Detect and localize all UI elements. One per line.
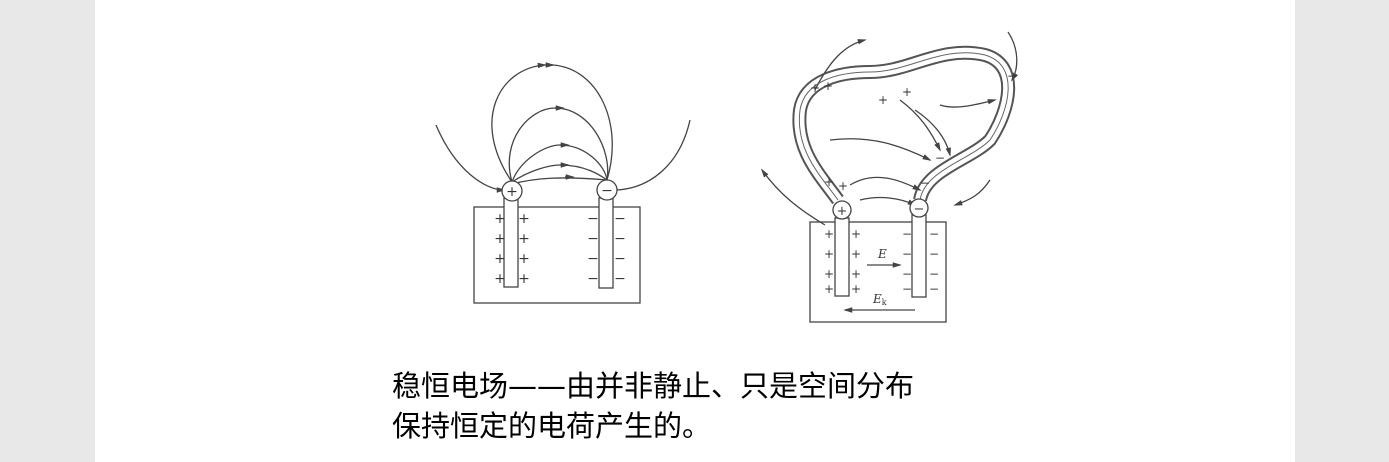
svg-text:−: − — [902, 267, 912, 281]
negative-electrode — [598, 197, 614, 289]
svg-text:+: + — [518, 231, 530, 247]
svg-text:−: − — [902, 282, 912, 296]
svg-text:−: − — [614, 251, 626, 267]
svg-text:−: − — [587, 271, 599, 287]
svg-text:+: + — [810, 81, 820, 95]
electrolyte-container — [809, 221, 947, 323]
svg-text:−: − — [601, 183, 613, 199]
electrolyte-container — [473, 206, 641, 304]
svg-text:−: − — [902, 227, 912, 241]
negative-electrode — [911, 214, 927, 298]
svg-text:+: + — [851, 282, 861, 296]
svg-text:−: − — [614, 211, 626, 227]
svg-text:+: + — [851, 247, 861, 261]
svg-text:−: − — [614, 231, 626, 247]
svg-text:−: − — [935, 151, 945, 165]
field-ek-label: Ek — [872, 292, 887, 307]
svg-text:−: − — [929, 247, 939, 261]
svg-text:−: − — [929, 282, 939, 296]
right-diagram-steady-current-field: + − ++++ ++++ −−−− −−−− ++++ ++ −−− E Ek — [760, 31, 1019, 323]
left-diagram-electrostatic-field: + − ++++ ++++ −−−− −−−− — [435, 62, 691, 304]
svg-text:+: + — [824, 282, 834, 296]
svg-text:+: + — [518, 211, 530, 227]
svg-text:−: − — [614, 271, 626, 287]
positive-terminal — [832, 200, 852, 220]
svg-text:−: − — [920, 176, 930, 190]
negative-terminal — [909, 198, 929, 218]
caption-line-1: 稳恒电场——由并非静止、只是空间分布 — [392, 369, 915, 403]
svg-text:+: + — [878, 93, 888, 107]
caption: 稳恒电场——由并非静止、只是空间分布 保持恒定的电荷产生的。 — [392, 366, 914, 446]
svg-text:+: + — [824, 175, 834, 189]
svg-text:+: + — [506, 184, 518, 200]
positive-terminal — [501, 180, 523, 202]
svg-text:−: − — [587, 231, 599, 247]
svg-text:+: + — [851, 227, 861, 241]
caption-line-2: 保持恒定的电荷产生的。 — [392, 409, 712, 443]
positive-electrode — [834, 217, 850, 297]
svg-text:−: − — [914, 202, 925, 217]
svg-text:−: − — [1007, 69, 1017, 83]
svg-text:−: − — [902, 247, 912, 261]
svg-text:−: − — [929, 267, 939, 281]
svg-text:−: − — [929, 227, 939, 241]
negative-terminal — [596, 179, 618, 201]
svg-text:−: − — [587, 251, 599, 267]
positive-electrode — [503, 197, 519, 288]
svg-text:+: + — [518, 251, 530, 267]
svg-text:+: + — [838, 179, 848, 193]
svg-text:+: + — [824, 247, 834, 261]
svg-text:+: + — [823, 79, 833, 93]
svg-text:+: + — [494, 231, 506, 247]
svg-text:+: + — [824, 227, 834, 241]
svg-text:+: + — [902, 85, 912, 99]
svg-text:+: + — [518, 271, 530, 287]
field-e-label: E — [877, 247, 887, 261]
svg-text:−: − — [587, 211, 599, 227]
document-page — [95, 0, 1295, 462]
svg-text:+: + — [824, 267, 834, 281]
svg-text:+: + — [837, 204, 848, 219]
svg-text:+: + — [851, 267, 861, 281]
svg-text:+: + — [494, 271, 506, 287]
svg-text:+: + — [494, 211, 506, 227]
svg-text:+: + — [494, 251, 506, 267]
